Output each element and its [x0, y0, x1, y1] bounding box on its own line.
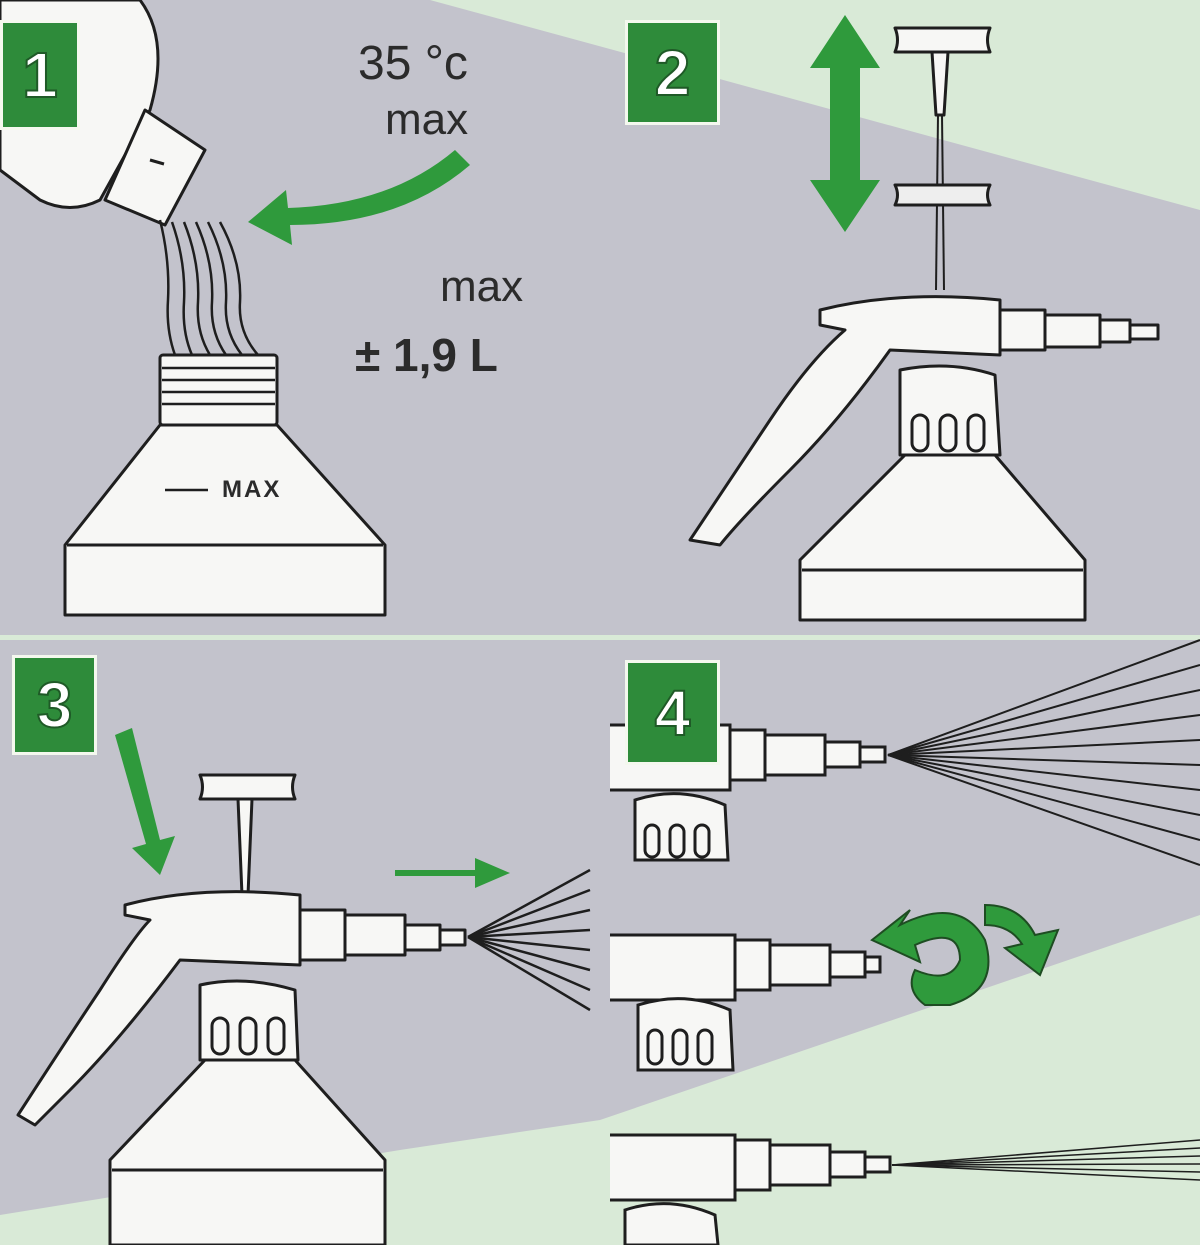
spray-step-sprayer-icon — [16, 773, 467, 1245]
fill-max-mark: MAX — [222, 476, 282, 503]
step-1-badge: 1 — [0, 20, 80, 130]
step-2-badge: 2 — [625, 20, 720, 125]
step-1-number: 1 — [21, 39, 59, 111]
step-2-number: 2 — [654, 36, 692, 109]
capacity-max-label: max — [440, 262, 524, 311]
pour-arrow-icon — [248, 150, 470, 245]
press-arrow-icon — [115, 728, 175, 875]
closed-nozzle-sprayer-icon — [610, 933, 882, 1072]
jet-spray-sprayer-icon — [610, 1133, 892, 1245]
temperature-label: 35 °c — [358, 37, 468, 90]
pressure-sprayer-icon — [688, 26, 1160, 622]
step-4-number: 4 — [654, 676, 692, 749]
step-4-badge: 4 — [625, 660, 720, 765]
step-3-badge: 3 — [12, 655, 97, 755]
step-3-number: 3 — [36, 669, 74, 741]
temperature-max-label: max — [385, 95, 469, 144]
jet-spray-stream-icon — [891, 1139, 1200, 1181]
rotate-arrow-icon — [870, 903, 1060, 1006]
wide-spray-cone-icon — [887, 639, 1200, 866]
direction-arrow-icon — [395, 858, 510, 888]
pump-arrow-icon — [810, 15, 880, 232]
capacity-value: ± 1,9 L — [355, 329, 498, 381]
spray-cone-icon — [467, 868, 591, 1012]
